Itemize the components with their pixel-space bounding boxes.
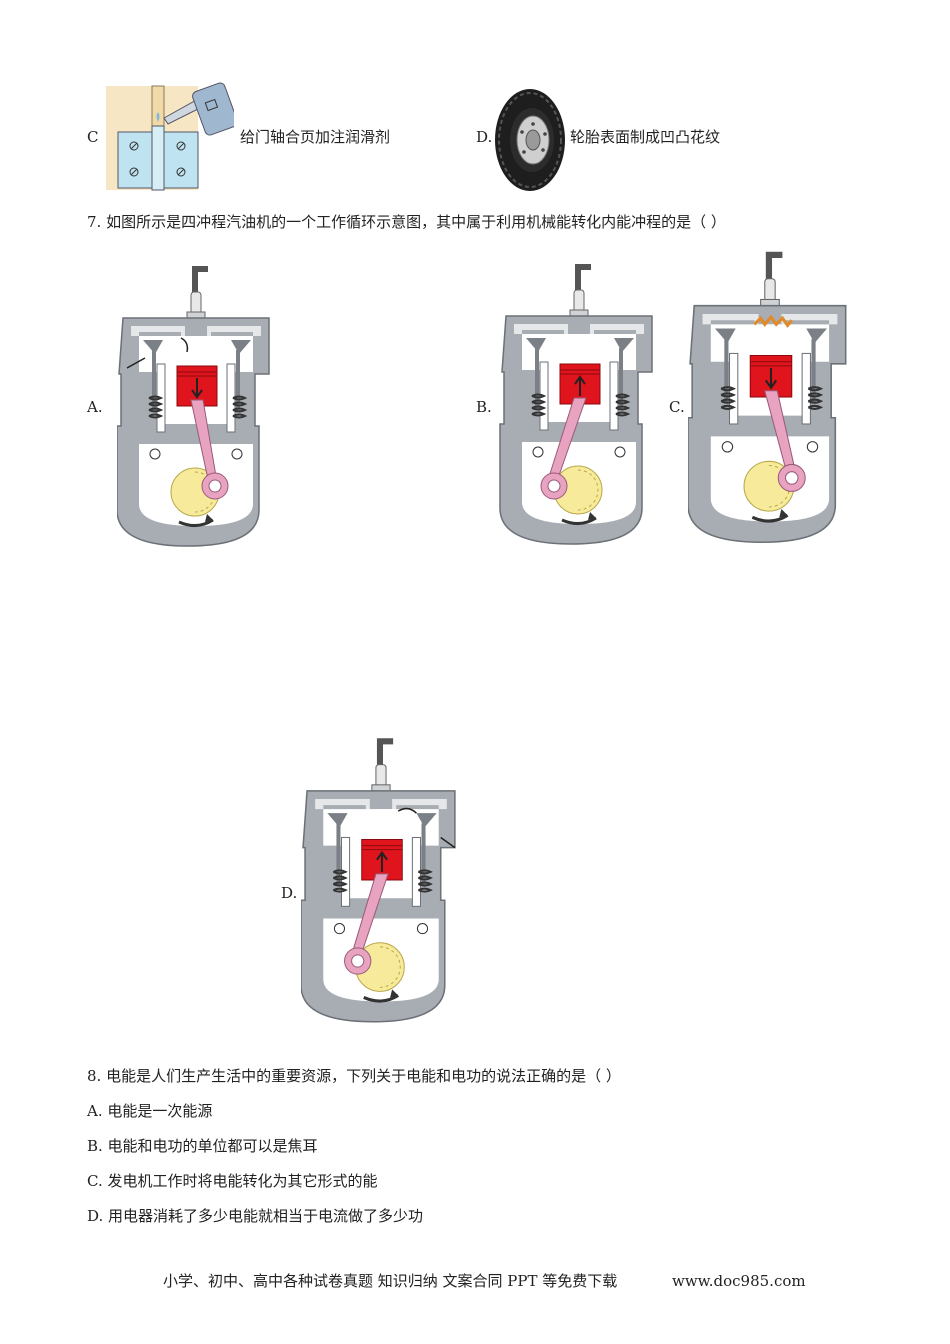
- q7-option-b-label: B.: [476, 398, 492, 416]
- engine-diagram-b: [499, 258, 661, 550]
- q8-option-c: C. 发电机工作时将电能转化为其它形式的能: [87, 1172, 378, 1190]
- q8-option-a: A. 电能是一次能源: [87, 1102, 213, 1120]
- q7-option-a-label: A.: [87, 398, 103, 416]
- q7-option-d-label: D.: [281, 884, 298, 902]
- q7-option-c-label: C.: [669, 398, 685, 416]
- footer-url[interactable]: www.doc985.com: [672, 1272, 806, 1290]
- q6-option-d-letter: D.: [476, 128, 493, 146]
- tire-image: [494, 88, 566, 192]
- q8-stem: 8. 电能是人们生产生活中的重要资源，下列关于电能和电功的说法正确的是（ ）: [87, 1067, 621, 1085]
- q6-option-c-letter: C: [87, 128, 99, 146]
- hinge-lubrication-image: [104, 80, 234, 192]
- q7-stem: 7. 如图所示是四冲程汽油机的一个工作循环示意图，其中属于利用机械能转化内能冲程…: [87, 213, 726, 231]
- q8-option-d: D. 用电器消耗了多少电能就相当于电流做了多少功: [87, 1207, 424, 1225]
- q8-option-b: B. 电能和电功的单位都可以是焦耳: [87, 1137, 318, 1155]
- footer-text: 小学、初中、高中各种试卷真题 知识归纳 文案合同 PPT 等免费下载: [163, 1272, 618, 1290]
- engine-diagram-d: [301, 732, 463, 1028]
- q6-option-d-text: 轮胎表面制成凹凸花纹: [570, 128, 721, 146]
- engine-diagram-a: [117, 260, 277, 552]
- q6-option-c-text: 给门轴合页加注润滑剂: [240, 128, 391, 146]
- engine-diagram-c: [688, 244, 854, 550]
